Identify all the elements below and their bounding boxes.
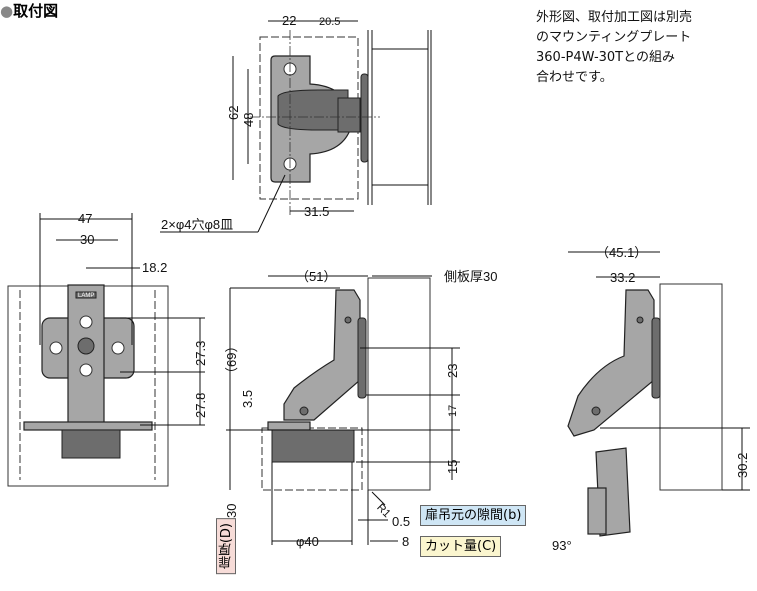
radius-r1: R1	[374, 502, 392, 520]
door-d-label: 扉厚(D)	[216, 518, 236, 575]
top-view: 22 20.5 62 48 31.5 2×φ4穴φ8皿	[160, 13, 432, 233]
dim-15: 15	[445, 460, 460, 474]
dim-62: 62	[226, 106, 241, 120]
note-line: のマウンティングプレート	[536, 30, 692, 45]
dim-17: 17	[447, 405, 459, 417]
dim-23: 23	[445, 364, 460, 378]
dim-0-5: 0.5	[392, 514, 410, 529]
dim-69: （69）	[224, 340, 239, 380]
hole-note: 2×φ4穴φ8皿	[161, 217, 233, 232]
dim-30-2: 30.2	[735, 453, 750, 478]
dim-33-2: 33.2	[610, 270, 635, 285]
side-view: （51） 側板厚30 （69） 3.5 23 17 15 30 R1 0.5 φ…	[224, 269, 497, 549]
dim-30: 30	[80, 232, 94, 247]
side-panel-thickness: 側板厚30	[444, 269, 497, 284]
note: 外形図、取付加工図は別売 のマウンティングプレート 360-P4W-30Tとの組…	[536, 8, 692, 88]
note-line: 合わせです。	[536, 70, 613, 85]
dim-phi40: φ40	[296, 534, 319, 549]
front-view: LAMP 47 30 18.2 27.3 27.8	[7, 211, 208, 487]
cut-c-label: カット量(C)	[420, 536, 502, 557]
note-line: 360-P4W-30Tとの組み	[536, 50, 675, 65]
open-view: （45.1） 33.2 30.2 93°	[552, 245, 750, 553]
dim-45-1: （45.1）	[596, 245, 647, 260]
dim-47: 47	[78, 211, 92, 226]
dim-27-8: 27.8	[193, 393, 208, 418]
dim-31-5: 31.5	[304, 204, 329, 219]
dim-3-5: 3.5	[240, 390, 255, 408]
angle-93: 93°	[552, 538, 572, 553]
dim-51: （51）	[296, 269, 336, 284]
dim-20-5: 20.5	[319, 16, 340, 28]
section-title: ●取付図	[0, 2, 59, 20]
note-line: 外形図、取付加工図は別売	[536, 10, 693, 25]
logo-text: LAMP	[78, 293, 94, 299]
dim-8: 8	[402, 534, 409, 549]
dim-27-3: 27.3	[193, 341, 208, 366]
dim-18-2: 18.2	[142, 260, 167, 275]
dim-22: 22	[282, 13, 296, 28]
dim-48: 48	[241, 113, 256, 127]
dim-30-door: 30	[224, 504, 239, 518]
gap-b-label: 扉吊元の隙間(b)	[420, 505, 527, 526]
